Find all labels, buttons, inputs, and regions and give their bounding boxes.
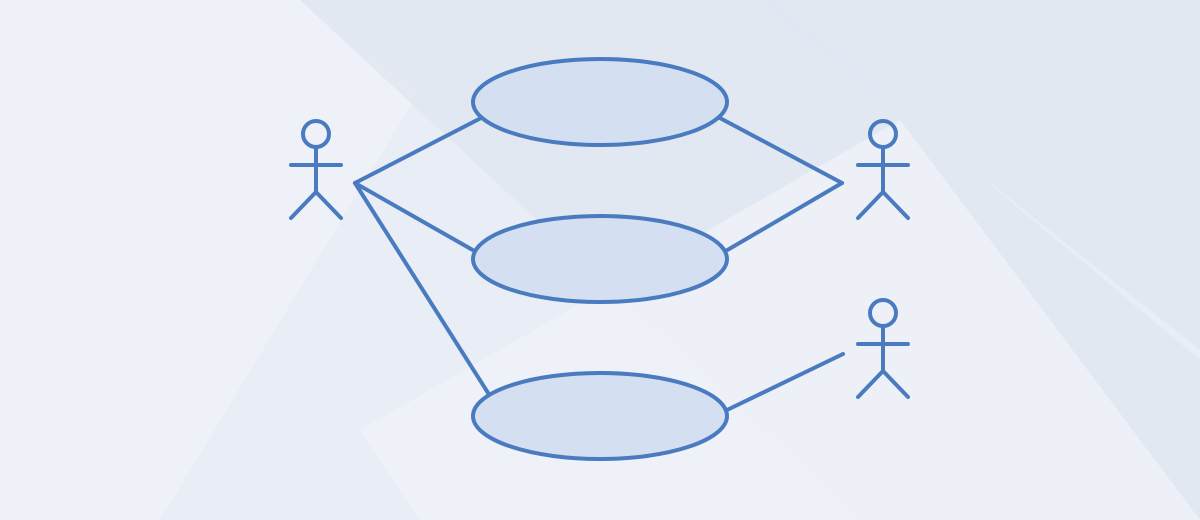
associations <box>353 115 845 412</box>
actor-leg <box>289 190 318 220</box>
association-line <box>716 115 844 185</box>
background-facet <box>760 0 1200 350</box>
actor-leg <box>881 190 910 220</box>
actor-right-bottom <box>856 298 910 399</box>
use-case-ellipse <box>471 57 729 147</box>
association-line <box>353 181 492 398</box>
actor-leg <box>314 190 343 220</box>
actor-right-top <box>856 119 910 220</box>
use-case-top <box>471 57 729 147</box>
actor-leg <box>856 190 885 220</box>
use-case-ellipse <box>471 214 729 304</box>
association-line <box>353 115 485 185</box>
use-case-middle <box>471 214 729 304</box>
actor-leg <box>856 369 885 399</box>
use-case-bottom <box>471 371 729 461</box>
actor-head <box>868 298 898 328</box>
use-case-ellipse <box>471 371 729 461</box>
actor-head <box>868 119 898 149</box>
association-line <box>725 352 845 412</box>
association-line <box>722 181 844 254</box>
actor-left <box>289 119 343 220</box>
background-facet <box>0 0 420 520</box>
use-cases <box>471 57 729 461</box>
actor-head <box>301 119 331 149</box>
actor-leg <box>881 369 910 399</box>
association-line <box>353 181 480 255</box>
actors <box>289 119 910 399</box>
